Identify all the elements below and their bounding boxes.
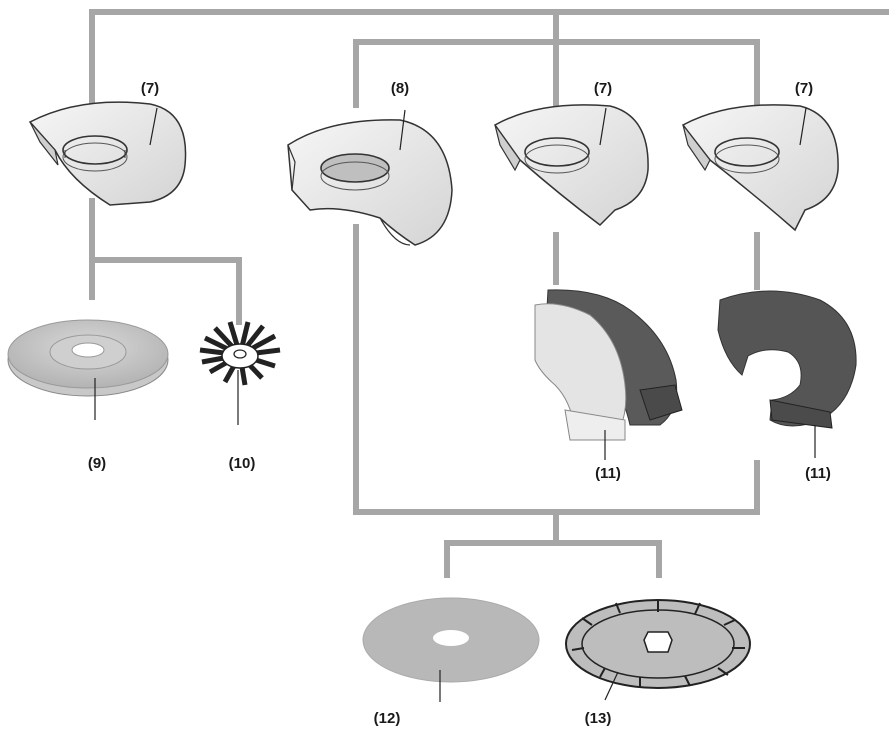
cutting-guard	[287, 109, 453, 246]
protective-guard-center	[493, 104, 649, 226]
connector-lines	[89, 9, 889, 578]
cover-label-right: (11)	[805, 465, 831, 482]
cutting-guard-label: (8)	[391, 80, 409, 97]
cutting-cover-center	[534, 289, 683, 460]
guard-label-center: (7)	[594, 80, 612, 97]
grinding-disc	[7, 319, 169, 420]
protective-guard-left	[28, 101, 187, 206]
wire-brush-label: (10)	[229, 455, 256, 472]
guard-label-right: (7)	[795, 80, 813, 97]
wire-cup-brush	[199, 321, 281, 425]
cutting-cover-right	[717, 290, 857, 458]
diamond-disc-label: (13)	[585, 710, 612, 727]
cut-off-disc-label: (12)	[374, 710, 401, 727]
grinding-disc-label: (9)	[88, 455, 106, 472]
diamond-cutting-disc	[565, 599, 751, 701]
protective-guard-right	[681, 104, 839, 232]
guard-label-left: (7)	[141, 80, 159, 97]
cut-off-disc	[362, 597, 540, 702]
cover-label-center: (11)	[595, 465, 621, 482]
